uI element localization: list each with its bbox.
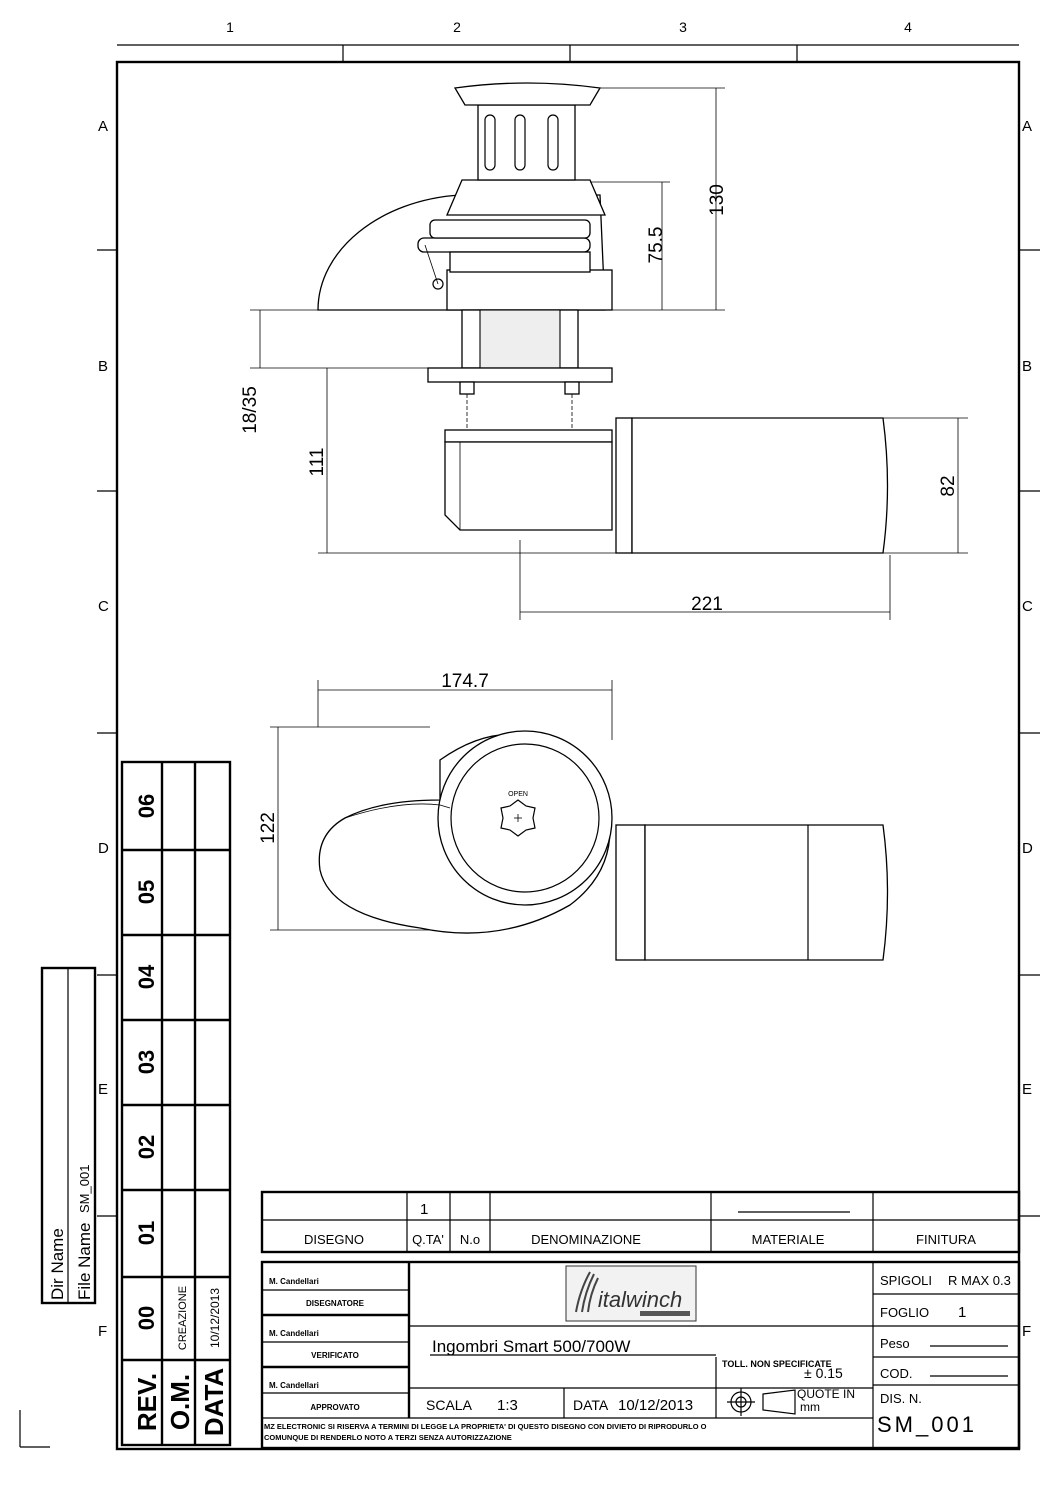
revision-number: 01 — [134, 1221, 159, 1245]
file-name-value: SM_001 — [77, 1165, 92, 1213]
side-view-windlass — [317, 82, 889, 554]
units-label: QUOTE IN — [797, 1387, 855, 1401]
row-label: A — [1022, 118, 1032, 135]
row-label: D — [1022, 840, 1033, 857]
bom-header-material: MATERIALE — [752, 1232, 825, 1247]
row-label: E — [98, 1081, 108, 1098]
bom-header-name: DENOMINAZIONE — [531, 1232, 641, 1247]
row-label: E — [1022, 1081, 1032, 1098]
dimension-122: 122 — [258, 812, 279, 844]
row-label: F — [1022, 1323, 1031, 1340]
row-label: A — [98, 118, 108, 135]
dimension-lines — [250, 87, 968, 931]
title-block: M. Candellari DISEGNATORE M. Candellari … — [260, 1260, 1021, 1450]
open-marking: OPEN — [508, 791, 528, 798]
bill-of-materials: 1 DISEGNO Q.TA' N.o DENOMINAZIONE MATERI… — [260, 1190, 1021, 1254]
italwinch-logo: italwinch — [565, 1265, 697, 1322]
dimension-130: 130 — [707, 184, 728, 216]
revision-number: 00 — [134, 1306, 159, 1330]
drawing-number-value: SM_001 — [877, 1412, 977, 1437]
date-value: 10/12/2013 — [618, 1397, 693, 1414]
checker-name: M. Candellari — [269, 1329, 319, 1338]
designer-name: M. Candellari — [269, 1277, 319, 1286]
edges-value: R MAX 0.3 — [948, 1273, 1011, 1288]
approver-role: APPROVATO — [310, 1403, 359, 1412]
revision-date: 10/12/2013 — [208, 1288, 222, 1348]
checker-role: VERIFICATO — [311, 1351, 359, 1360]
bom-header-finish: FINITURA — [916, 1232, 976, 1247]
dimension-221: 221 — [691, 594, 723, 615]
units-value: mm — [800, 1400, 820, 1414]
dimension-111: 111 — [307, 448, 328, 477]
revision-number: 03 — [134, 1050, 159, 1074]
copyright-notice-line2: COMUNQUE DI RENDERLO NOTO A TERZI SENZA … — [264, 1433, 512, 1442]
scale-value: 1:3 — [497, 1397, 518, 1414]
dimension-18-35: 18/35 — [240, 386, 261, 434]
revision-table: 06 05 04 03 02 01 00 REV. O.M. DATA CREA… — [120, 760, 232, 1447]
projection-symbol-icon — [727, 1388, 796, 1416]
approver-name: M. Candellari — [269, 1381, 319, 1390]
designer-role: DISEGNATORE — [306, 1299, 365, 1308]
dimension-82: 82 — [938, 475, 959, 496]
date-label: DATA — [573, 1397, 609, 1413]
revision-number: 06 — [134, 794, 159, 818]
top-view-windlass: OPEN — [318, 730, 889, 961]
tolerance-label: TOLL. NON SPECIFICATE — [722, 1359, 832, 1369]
dimension-75-5: 75.5 — [646, 227, 667, 264]
revision-number: 02 — [134, 1135, 159, 1159]
row-label: F — [98, 1323, 107, 1340]
revision-number: 05 — [134, 880, 159, 904]
bom-header-qty: Q.TA' — [412, 1232, 444, 1247]
column-label: 1 — [226, 19, 234, 35]
revision-number: 04 — [134, 964, 159, 989]
row-label: B — [1022, 358, 1032, 375]
dimension-174-7: 174.7 — [441, 671, 489, 692]
column-label: 2 — [453, 19, 461, 35]
dir-name-label: Dir Name — [48, 1228, 67, 1300]
file-name-box: Dir Name File Name SM_001 — [40, 966, 97, 1305]
revision-om: CREAZIONE — [177, 1286, 189, 1350]
tolerance-value: ± 0.15 — [804, 1365, 843, 1381]
bom-header-number: N.o — [460, 1232, 480, 1247]
file-name-label: File Name — [75, 1223, 94, 1300]
rev-label: REV. — [132, 1373, 162, 1431]
row-label: B — [98, 358, 108, 375]
row-label: D — [98, 840, 109, 857]
drawing-title: Ingombri Smart 500/700W — [432, 1337, 630, 1356]
row-label: C — [98, 598, 109, 615]
sheet-label: FOGLIO — [880, 1305, 929, 1320]
column-label: 3 — [679, 19, 687, 35]
row-label: C — [1022, 598, 1033, 615]
bom-quantity: 1 — [420, 1201, 428, 1218]
edges-label: SPIGOLI — [880, 1273, 932, 1288]
weight-label: Peso — [880, 1336, 910, 1351]
svg-text:italwinch: italwinch — [598, 1287, 682, 1312]
code-label: COD. — [880, 1366, 913, 1381]
om-label: O.M. — [165, 1374, 195, 1430]
bom-header-drawing: DISEGNO — [304, 1232, 364, 1247]
copyright-notice-line1: MZ ELECTRONIC SI RISERVA A TERMINI DI LE… — [264, 1422, 707, 1431]
scale-label: SCALA — [426, 1397, 473, 1413]
column-label: 4 — [904, 19, 912, 35]
sheet-value: 1 — [958, 1304, 966, 1321]
date-label: DATA — [199, 1368, 229, 1437]
drawing-number-label: DIS. N. — [880, 1391, 922, 1406]
